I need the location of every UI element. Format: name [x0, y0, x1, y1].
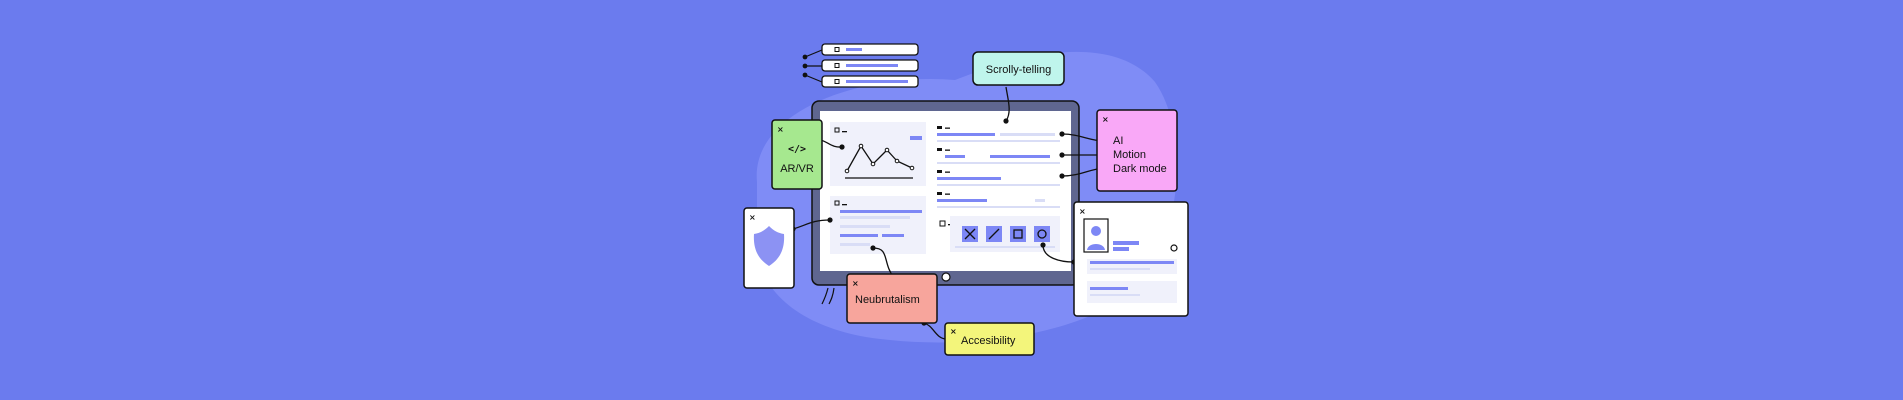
security-card[interactable]: ×	[743, 207, 795, 289]
feature-motion-label: Motion	[1113, 149, 1146, 161]
profile-card[interactable]: ×	[1073, 201, 1189, 317]
feature-dark-mode-label: Dark mode	[1113, 163, 1167, 175]
accessibility-card[interactable]: × Accesibility	[944, 322, 1035, 356]
content-rows	[937, 126, 1060, 208]
x-tool-icon[interactable]	[962, 226, 978, 242]
close-icon[interactable]: ×	[777, 125, 784, 134]
square-tool-icon[interactable]	[1010, 226, 1026, 242]
scrolly-telling-label: Scrolly-telling	[986, 64, 1051, 76]
avatar-icon	[1083, 218, 1109, 253]
line-chart-icon	[844, 143, 915, 179]
ar-vr-card[interactable]: × </> AR/VR	[771, 119, 823, 190]
accessibility-label: Accesibility	[961, 335, 1016, 347]
scrolly-telling-card[interactable]: Scrolly-telling	[972, 51, 1065, 86]
neubrutalism-card[interactable]: × Neubrutalism	[846, 273, 938, 324]
chart-panel	[830, 122, 926, 186]
circle-tool-icon[interactable]	[1034, 226, 1050, 242]
close-icon[interactable]: ×	[1102, 115, 1109, 124]
close-icon[interactable]: ×	[852, 279, 859, 288]
features-card[interactable]: × AI Motion Dark mode	[1096, 109, 1178, 192]
close-icon[interactable]: ×	[749, 213, 756, 222]
line-tool-icon[interactable]	[986, 226, 1002, 242]
text-panel	[830, 196, 926, 254]
ar-vr-label: AR/VR	[780, 163, 814, 175]
close-icon[interactable]: ×	[1079, 207, 1086, 216]
feature-ai-label: AI	[1113, 135, 1123, 147]
neubrutalism-label: Neubrutalism	[855, 294, 920, 306]
code-icon: </>	[788, 144, 806, 155]
stacked-list	[802, 43, 919, 88]
close-icon[interactable]: ×	[950, 327, 957, 336]
monitor-button	[941, 272, 951, 282]
monitor	[811, 100, 1080, 305]
list-item	[821, 59, 919, 72]
list-item	[821, 75, 919, 88]
shield-icon	[753, 226, 785, 266]
list-item	[821, 43, 919, 56]
